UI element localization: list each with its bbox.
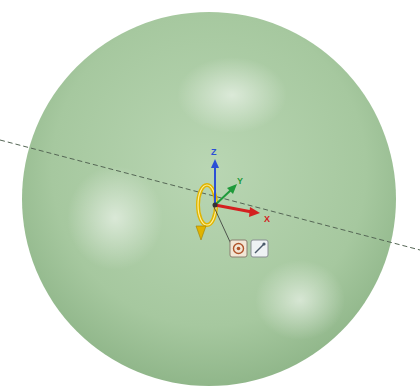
- sphere-highlight: [177, 57, 287, 133]
- move-icon-glyph: [234, 244, 244, 254]
- x-arrowhead: [249, 207, 260, 217]
- triad-origin: [213, 203, 218, 208]
- axis-icon-glyph: [262, 242, 265, 245]
- move-icon-glyph: [237, 247, 241, 251]
- z-axis: [214, 166, 216, 205]
- sphere-highlight: [255, 260, 345, 340]
- axis-icon-glyph: [255, 244, 264, 253]
- x-axis: [215, 205, 252, 212]
- axis-label: Z: [211, 147, 217, 157]
- z-arrowhead: [211, 159, 219, 168]
- axis-label: Y: [237, 176, 243, 186]
- axis-centerline: [0, 140, 420, 250]
- axis-label: X: [264, 214, 270, 224]
- sphere-highlight: [67, 166, 163, 270]
- sphere-body: [22, 12, 396, 386]
- rotation-arrowhead: [196, 226, 206, 240]
- handle-leader: [214, 207, 231, 244]
- axis-icon-button: [251, 240, 268, 257]
- move-icon-button: [230, 240, 247, 257]
- y-arrowhead: [227, 184, 237, 194]
- y-axis: [215, 190, 231, 205]
